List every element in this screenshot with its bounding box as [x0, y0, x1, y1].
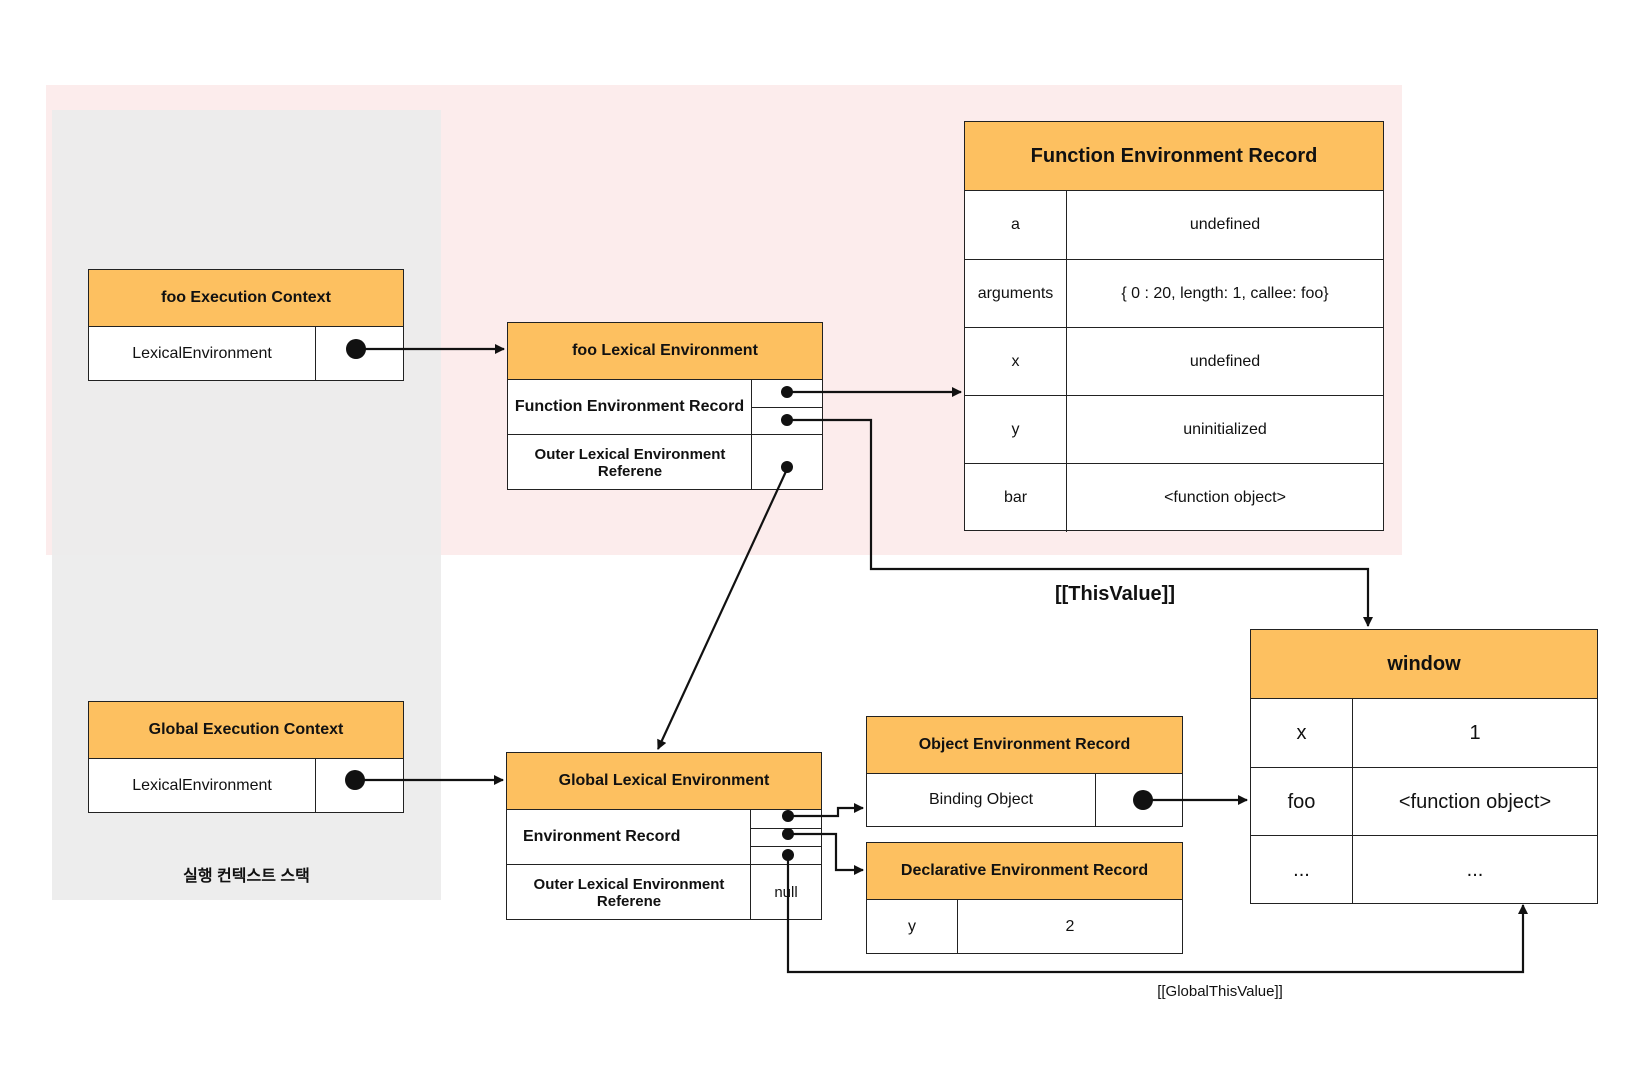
- this-value-arrow: [788, 418, 1373, 627]
- global-le-outer-reference-value: null: [774, 884, 798, 902]
- window-row-name: ...: [1293, 858, 1310, 881]
- function-env-row-name: x: [1011, 352, 1020, 370]
- global-execution-context: Global Execution Context LexicalEnvironm…: [88, 701, 404, 813]
- outer-reference-arrow: [657, 466, 789, 750]
- foo-execution-context-title: foo Execution Context: [89, 270, 403, 327]
- function-env-row: arguments { 0 : 20, length: 1, callee: fo…: [965, 259, 1383, 328]
- foo-ec-lexical-environment-label: LexicalEnvironment: [132, 344, 272, 362]
- foo-lexical-environment-title: foo Lexical Environment: [508, 323, 822, 380]
- foo-execution-context: foo Execution Context LexicalEnvironment: [88, 269, 404, 381]
- window-row: ......: [1251, 835, 1597, 904]
- execution-context-stack-label: 실행 컨텍스트 스택: [183, 868, 310, 885]
- global-record-to-object-record-arrow: [788, 803, 864, 818]
- foo-le-record-dot: [781, 386, 793, 398]
- function-environment-record-title: Function Environment Record: [965, 122, 1383, 191]
- function-env-row-value: undefined: [1066, 328, 1383, 396]
- global-record-to-declarative-record-arrow: [788, 832, 864, 875]
- declarative-environment-record-title: Declarative Environment Record: [867, 843, 1182, 900]
- object-environment-record: Object Environment Record Binding Object: [866, 716, 1183, 827]
- function-env-row-name: bar: [1003, 488, 1028, 506]
- global-le-declarative-dot: [782, 828, 794, 840]
- window-row-name: foo: [1287, 790, 1316, 813]
- global-ec-pointer-dot: [345, 770, 365, 790]
- function-env-row-value: <function object>: [1066, 464, 1383, 532]
- foo-lexical-environment: foo Lexical Environment Function Environ…: [507, 322, 823, 490]
- this-value-label: [[ThisValue]]: [1054, 583, 1175, 605]
- global-lexical-environment-title: Global Lexical Environment: [507, 753, 821, 810]
- global-lexical-environment: Global Lexical Environment Environment R…: [506, 752, 822, 920]
- binding-object-pointer-dot: [1133, 790, 1153, 810]
- function-env-row-value: { 0 : 20, length: 1, callee: foo}: [1066, 260, 1383, 328]
- binding-object-label: Binding Object: [928, 791, 1034, 809]
- global-execution-context-title: Global Execution Context: [89, 702, 403, 759]
- window-row-value: 1: [1352, 699, 1597, 767]
- foo-le-this-dot: [781, 414, 793, 426]
- function-env-row: y uninitialized: [965, 395, 1383, 464]
- foo-le-outer-dot: [781, 461, 793, 473]
- window-row-value: <function object>: [1352, 768, 1597, 836]
- foo-ec-pointer-dot: [346, 339, 366, 359]
- global-ec-lexical-environment-label: LexicalEnvironment: [132, 776, 272, 794]
- global-le-this-dot: [782, 849, 794, 861]
- global-this-value-label: [[GlobalThisValue]]: [1157, 983, 1283, 1000]
- foo-le-function-environment-record-label: Function Environment Record: [514, 398, 745, 416]
- global-le-outer-reference-label: Outer Lexical Environment Referene: [533, 875, 725, 910]
- function-env-row: x undefined: [965, 327, 1383, 396]
- global-le-object-dot: [782, 810, 794, 822]
- function-env-row: bar <function object>: [965, 463, 1383, 532]
- foo-le-outer-reference-label: Outer Lexical Environment Referene: [534, 445, 726, 480]
- window-row-value: ...: [1352, 836, 1597, 904]
- window-row-name: x: [1296, 721, 1307, 744]
- declarative-row-value: 2: [1065, 917, 1075, 935]
- function-env-row-value: uninitialized: [1066, 396, 1383, 464]
- declarative-row-name: y: [908, 917, 916, 935]
- object-environment-record-title: Object Environment Record: [867, 717, 1182, 774]
- function-env-row: a undefined: [965, 191, 1383, 259]
- declarative-environment-record: Declarative Environment Record y 2: [866, 842, 1183, 954]
- global-this-value-arrow: [786, 855, 1528, 974]
- window-row: foo <function object>: [1251, 767, 1597, 836]
- window-title: window: [1251, 630, 1597, 699]
- function-env-row-name: arguments: [977, 284, 1054, 302]
- function-env-row-name: a: [1011, 215, 1020, 233]
- function-env-row-name: y: [1011, 420, 1020, 438]
- function-env-row-value: undefined: [1066, 191, 1383, 259]
- global-le-environment-record-label: Environment Record: [523, 828, 681, 846]
